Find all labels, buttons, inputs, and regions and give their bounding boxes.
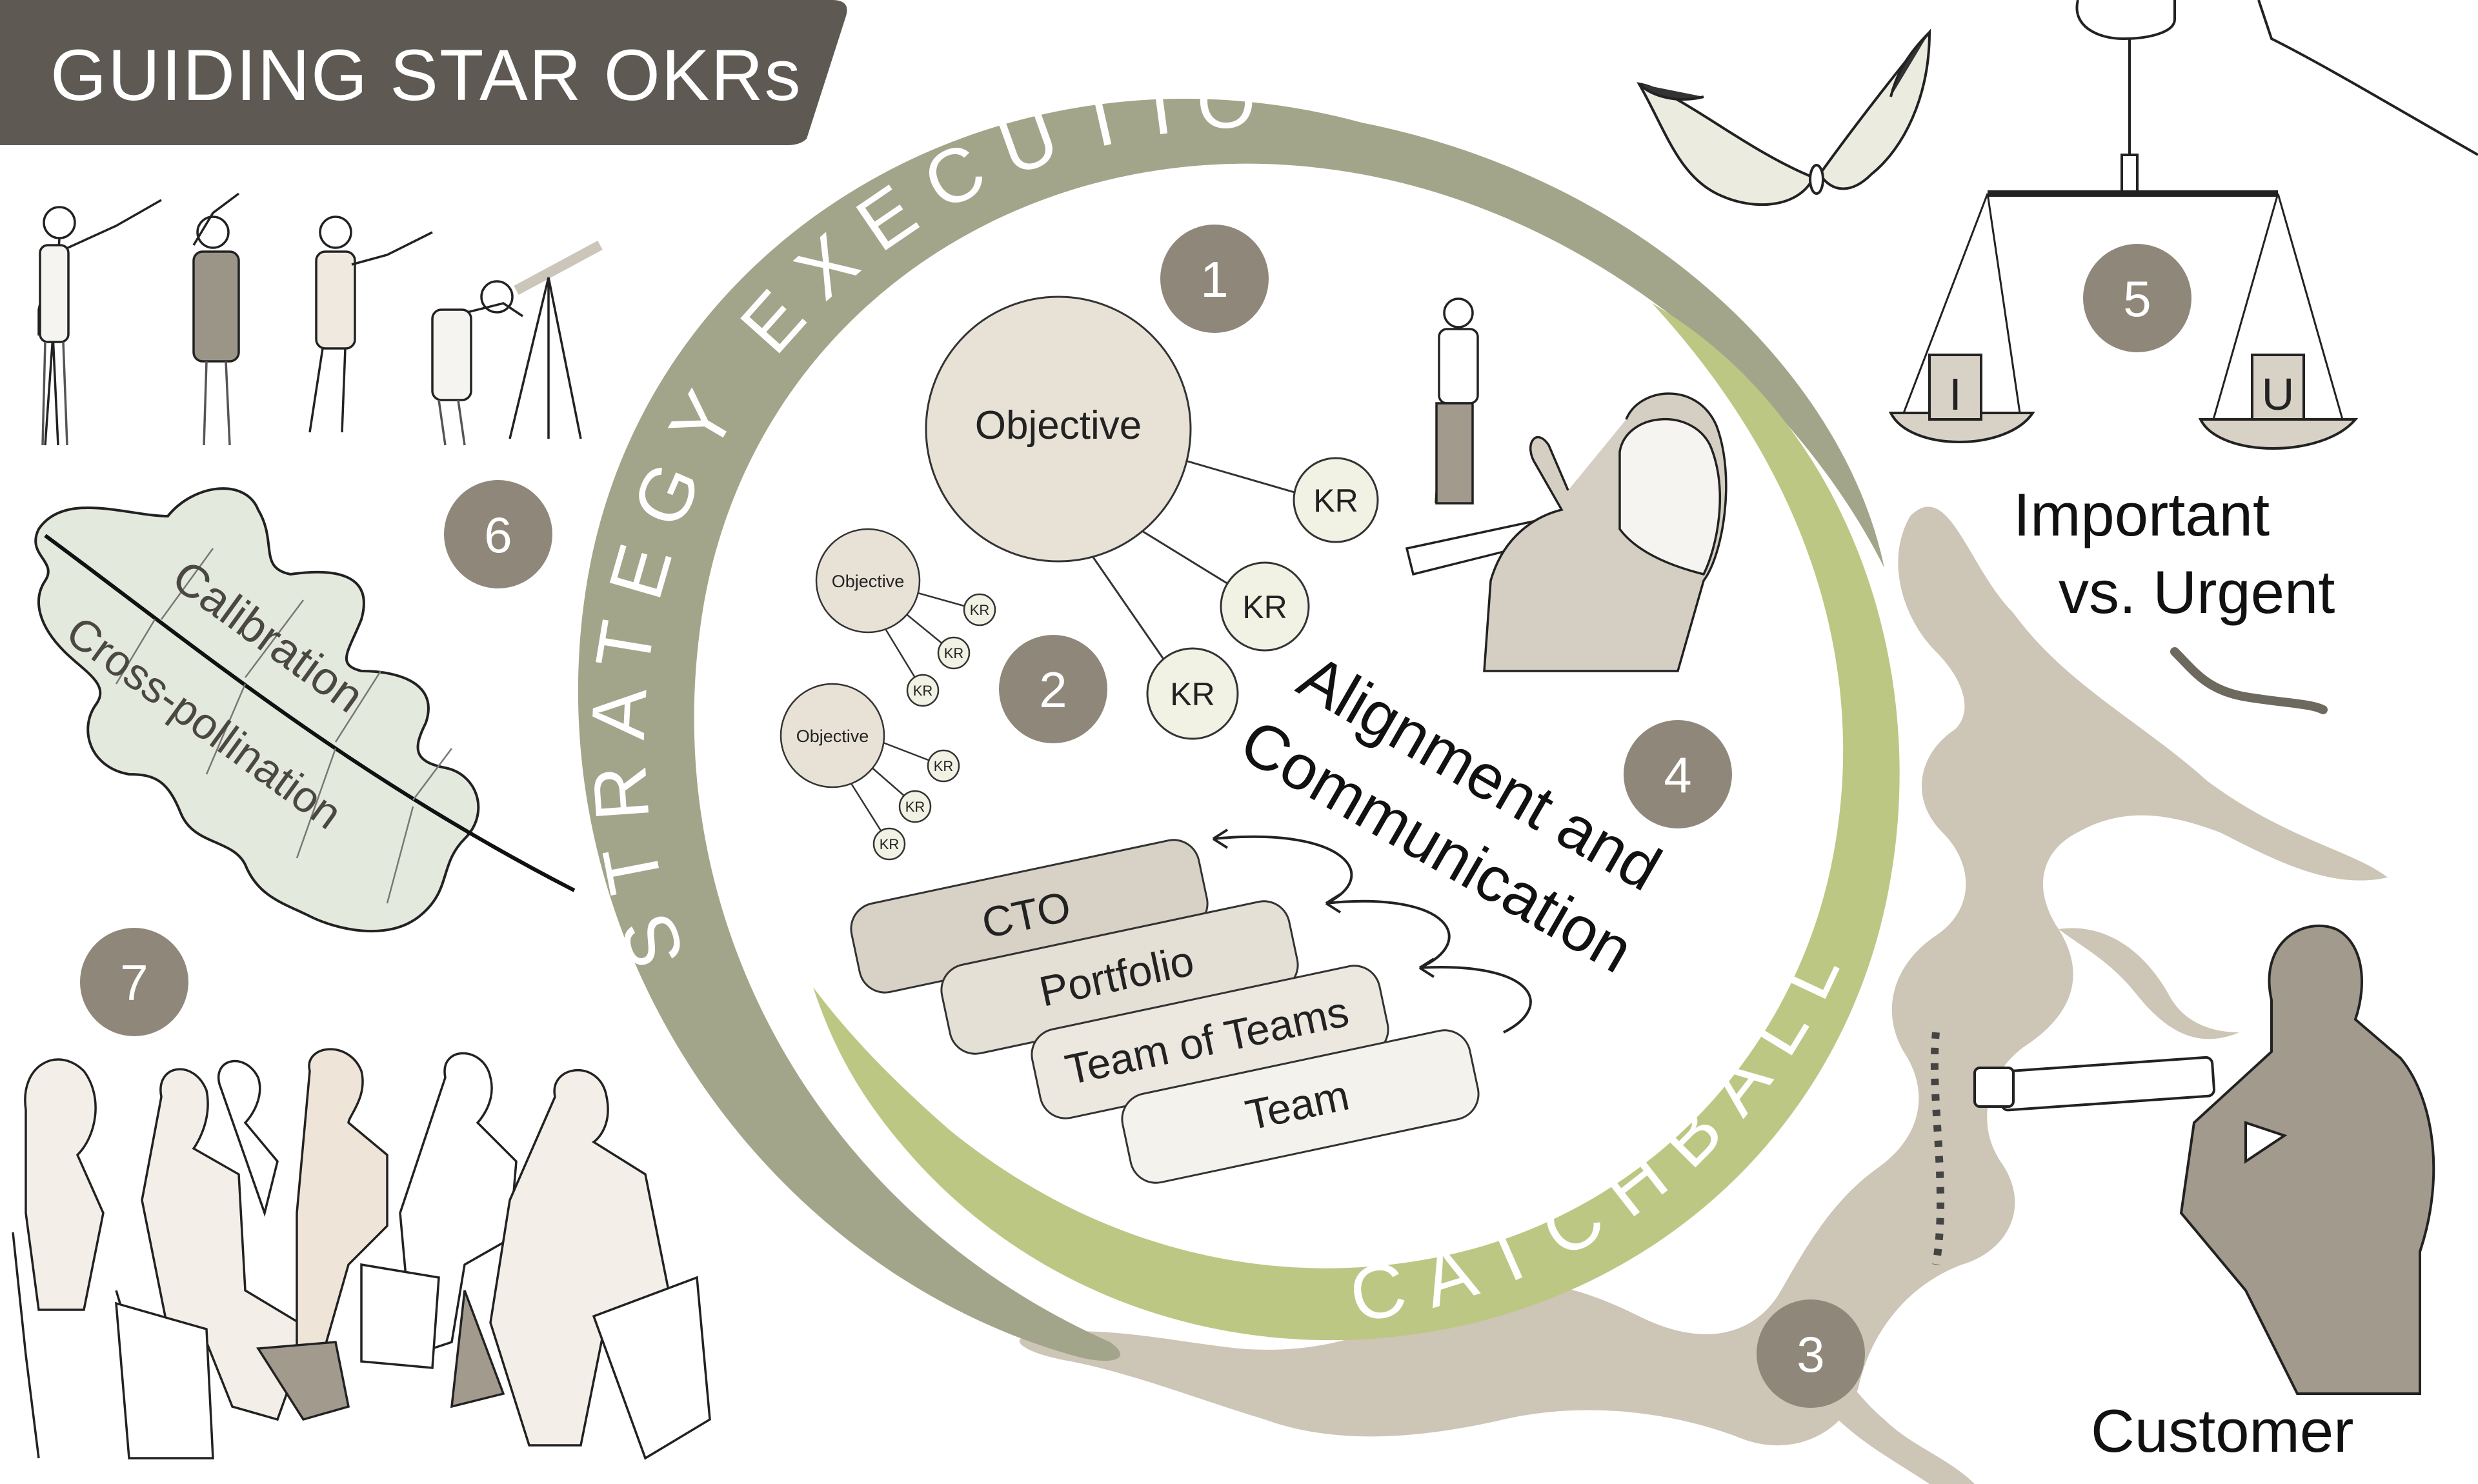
kr-label-small: KR [880,836,900,852]
kr-label-small: KR [944,645,964,661]
cascade-arrows [1212,828,1532,1034]
alignment-heading: Alignment and Communication [1229,641,1673,987]
butterfly-illustration [1637,28,1931,206]
scales-illustration: I U [1888,0,2478,450]
badge-2-label: 2 [1039,661,1067,718]
badge-7 [80,928,188,1036]
okr-tree-small-labels: Objective KR KR KR Objective KR KR KR [796,572,990,852]
important-label: Important [2013,481,2270,548]
okr-tree-large-labels: Objective KR KR KR [975,403,1358,712]
weight-left-label: I [1949,369,1961,419]
badge-2 [999,635,1107,743]
objective-node [925,296,1192,563]
badge-5 [2083,244,2191,352]
kr-node [1293,457,1379,543]
speaker-illustration [1405,297,1728,672]
customer-illustration [1930,925,2435,1395]
stargazers-illustration [37,192,603,446]
kr-node [1146,647,1239,740]
badge-1 [1160,225,1269,333]
badge-4-label: 4 [1664,747,1691,803]
caterpillar-illustration [2170,647,2328,714]
kr-label-small: KR [913,683,933,699]
customer-label: Customer [2091,1397,2353,1465]
okr-tree-small-2 [780,683,960,861]
badge-7-label: 7 [120,954,148,1011]
badge-3-label: 3 [1797,1326,1824,1383]
leaf-shape [34,487,480,933]
level-box-team [1121,1029,1480,1184]
objective-label: Objective [975,403,1142,448]
kr-label: KR [1242,589,1287,625]
kr-label-small: KR [970,602,990,618]
objective-node-small [815,528,921,634]
badge-4 [1624,720,1732,828]
kr-label-small: KR [905,799,925,815]
leaf-veins [115,548,452,904]
kr-label: KR [1313,483,1358,519]
group-discussion-illustration [12,1048,711,1460]
badge-1-label: 1 [1200,251,1228,308]
badge-3 [1757,1299,1865,1408]
objective-node-small [780,683,885,788]
okr-tree-small-1 [815,528,996,707]
kr-node-small [963,593,996,627]
badge-6-label: 6 [484,506,512,563]
badge-5-label: 5 [2123,270,2151,327]
kr-label-small: KR [934,758,954,774]
cascade-levels [850,839,1480,1184]
kr-label: KR [1170,676,1214,712]
kr-node [1220,561,1310,652]
objective-label-small: Objective [832,572,905,591]
kr-node-small [872,827,906,861]
leaf-midrib [44,534,576,892]
prioritization-caption: Important vs. Urgent [2013,481,2335,626]
urgent-label: vs. Urgent [2059,558,2335,626]
page-title: GUIDING STAR OKRs [50,35,801,115]
kr-node-small [937,636,971,670]
okr-tree-large [925,296,1379,740]
badge-6 [444,480,552,588]
kr-node-small [927,749,960,783]
number-badges: 1 2 3 4 5 6 7 [80,225,2191,1408]
kr-node-small [906,674,940,707]
kr-node-small [898,790,932,823]
weight-right-label: U [2262,369,2295,419]
title-banner [0,0,847,145]
objective-label-small: Objective [796,727,869,746]
